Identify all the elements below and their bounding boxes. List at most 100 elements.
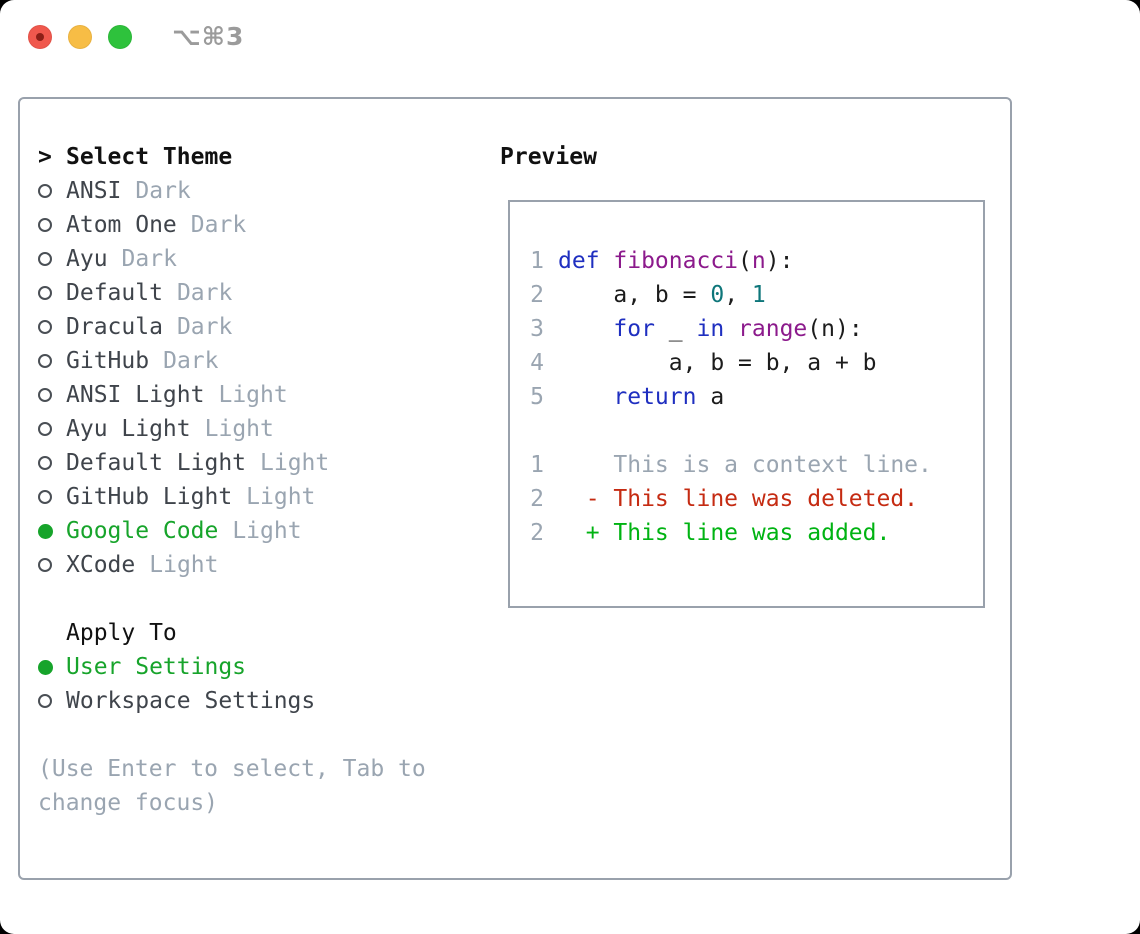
theme-option-default[interactable]: Default Dark bbox=[38, 276, 478, 310]
code-line: 1 def fibonacci(n): bbox=[530, 244, 983, 278]
theme-option-github-light[interactable]: GitHub Light Light bbox=[38, 480, 478, 514]
radio-icon bbox=[38, 422, 52, 436]
theme-option-ayu-light[interactable]: Ayu Light Light bbox=[38, 412, 478, 446]
line-number: 1 bbox=[530, 452, 544, 478]
radio-icon bbox=[38, 252, 52, 266]
theme-name: Atom One bbox=[66, 212, 177, 238]
theme-option-github[interactable]: GitHub Dark bbox=[38, 344, 478, 378]
theme-option-ayu[interactable]: Ayu Dark bbox=[38, 242, 478, 276]
theme-variant-tag: Light bbox=[246, 484, 316, 510]
apply-to-title: Apply To bbox=[66, 620, 177, 646]
theme-option-google-code[interactable]: Google Code Light bbox=[38, 514, 478, 548]
theme-variant-tag: Light bbox=[218, 382, 288, 408]
select-theme-title: Select Theme bbox=[66, 144, 233, 170]
code-text: a, b = b, a + b bbox=[558, 350, 877, 376]
theme-variant-tag: Light bbox=[260, 450, 330, 476]
theme-variant-tag: Dark bbox=[176, 314, 233, 340]
diff-line-added: 2 + This line was added. bbox=[530, 516, 983, 550]
line-number: 4 bbox=[530, 350, 544, 376]
theme-variant-tag: Light bbox=[232, 518, 302, 544]
theme-variant-tag: Light bbox=[149, 552, 219, 578]
theme-name: GitHub bbox=[66, 348, 150, 374]
line-number: 1 bbox=[530, 248, 544, 274]
cursor-indicator: > bbox=[38, 144, 52, 170]
theme-option-default-light[interactable]: Default Light Light bbox=[38, 446, 478, 480]
theme-variant-tag: Dark bbox=[163, 348, 219, 374]
spacer bbox=[38, 718, 478, 752]
theme-variant-tag: Dark bbox=[121, 246, 177, 272]
radio-icon bbox=[38, 694, 52, 708]
code-line: 5 return a bbox=[530, 380, 983, 414]
window-title: ⌥⌘3 bbox=[172, 22, 245, 51]
maximize-button[interactable] bbox=[108, 25, 132, 49]
apply-to-header: Apply To bbox=[38, 616, 478, 650]
theme-name: Dracula bbox=[66, 314, 163, 340]
radio-selected-icon bbox=[38, 523, 53, 539]
radio-selected-icon bbox=[38, 659, 53, 675]
code-line: 3 for _ in range(n): bbox=[530, 312, 983, 346]
spacer bbox=[38, 582, 478, 616]
titlebar: ⌥⌘3 bbox=[28, 22, 245, 51]
theme-name: ANSI Light bbox=[66, 382, 205, 408]
hint-text: (Use Enter to select, Tab to change focu… bbox=[38, 756, 426, 816]
close-button[interactable] bbox=[28, 25, 52, 49]
line-number: 2 bbox=[530, 520, 544, 546]
diff-block: 1 This is a context line. 2 - This line w… bbox=[530, 448, 983, 550]
apply-option-label: User Settings bbox=[66, 654, 247, 680]
radio-icon bbox=[38, 320, 52, 334]
line-number: 5 bbox=[530, 384, 544, 410]
theme-option-xcode[interactable]: XCode Light bbox=[38, 548, 478, 582]
radio-icon bbox=[38, 490, 52, 504]
radio-icon bbox=[38, 558, 52, 572]
radio-icon bbox=[38, 286, 52, 300]
theme-name: Default bbox=[66, 280, 163, 306]
theme-name: Ayu bbox=[66, 246, 108, 272]
radio-icon bbox=[38, 354, 52, 368]
minimize-button[interactable] bbox=[68, 25, 92, 49]
code-text: def fibonacci(n): bbox=[558, 248, 794, 274]
diff-text: - This line was deleted. bbox=[558, 486, 919, 512]
close-dot-icon bbox=[36, 33, 44, 41]
theme-name: Ayu Light bbox=[66, 416, 191, 442]
code-line: 2 a, b = 0, 1 bbox=[530, 278, 983, 312]
diff-line-context: 1 This is a context line. bbox=[530, 448, 983, 482]
code-text: return a bbox=[613, 384, 725, 410]
theme-variant-tag: Light bbox=[204, 416, 274, 442]
apply-option-workspace-settings[interactable]: Workspace Settings bbox=[38, 684, 478, 718]
theme-option-ansi-light[interactable]: ANSI Light Light bbox=[38, 378, 478, 412]
diff-text: + This line was added. bbox=[558, 520, 891, 546]
theme-variant-tag: Dark bbox=[176, 280, 233, 306]
radio-icon bbox=[38, 456, 52, 470]
line-number: 2 bbox=[530, 282, 544, 308]
theme-name: Google Code bbox=[66, 518, 219, 544]
theme-name: XCode bbox=[66, 552, 136, 578]
apply-option-user-settings[interactable]: User Settings bbox=[38, 650, 478, 684]
theme-name: Default Light bbox=[66, 450, 247, 476]
radio-icon bbox=[38, 388, 52, 402]
theme-name: GitHub Light bbox=[66, 484, 233, 510]
spacer bbox=[530, 414, 983, 448]
select-theme-header: > Select Theme bbox=[38, 140, 478, 174]
code-text: for _ in range(n): bbox=[613, 316, 863, 342]
code-text: a, b = 0, 1 bbox=[558, 282, 766, 308]
preview-title: Preview bbox=[500, 144, 597, 170]
line-number: 3 bbox=[530, 316, 544, 342]
line-number: 2 bbox=[530, 486, 544, 512]
theme-name: ANSI bbox=[66, 178, 122, 204]
theme-option-dracula[interactable]: Dracula Dark bbox=[38, 310, 478, 344]
radio-icon bbox=[38, 218, 52, 232]
code-line: 4 a, b = b, a + b bbox=[530, 346, 983, 380]
diff-text: This is a context line. bbox=[558, 452, 932, 478]
radio-icon bbox=[38, 184, 52, 198]
apply-option-label: Workspace Settings bbox=[66, 688, 316, 714]
